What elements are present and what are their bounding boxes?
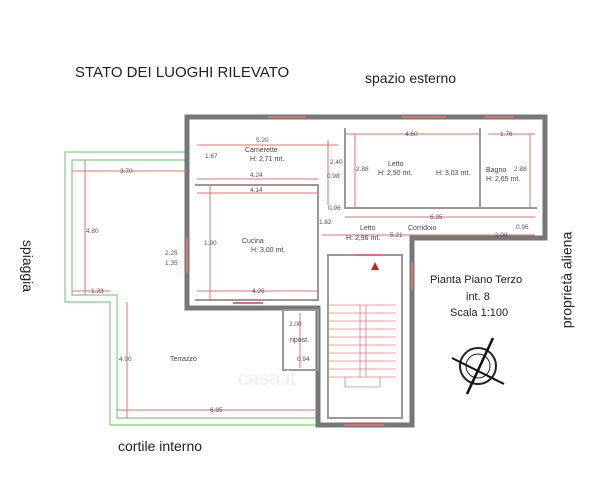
terrace-outline <box>64 151 318 426</box>
room-letto1-height: H: 2,90 mt. <box>378 170 412 177</box>
dimension-lines <box>72 133 535 418</box>
dim-label: 5.21 <box>390 232 403 239</box>
dim-label: 0.98 <box>327 173 340 180</box>
label-proprieta-aliena: proprietà aliena <box>558 231 575 329</box>
dim-label: 2.08 <box>495 232 508 239</box>
room-camerette-height: H: 2,71 mt. <box>250 156 284 163</box>
terrace-outline-inner <box>71 159 318 419</box>
dim-label: 6.35 <box>430 214 443 221</box>
dim-label: 0.96 <box>328 205 341 212</box>
dim-label: 2.25 <box>165 250 178 257</box>
stair-wall <box>327 254 403 419</box>
camerette-wall <box>195 184 319 301</box>
dim-label: 1.76 <box>500 131 513 138</box>
dim-label: 4.24 <box>250 172 263 179</box>
dim-label: 4.00 <box>119 356 132 363</box>
scale-label: Scala 1:100 <box>450 307 509 319</box>
plan-title: STATO DEI LUOGHI RILEVATO <box>75 64 290 81</box>
dim-label: 4.14 <box>250 187 263 194</box>
exterior-wall <box>184 114 548 428</box>
room-letto2-name: Letto <box>360 225 376 232</box>
floor-label: Pianta Piano Terzo <box>430 274 523 286</box>
dim-label: 3.70 <box>120 168 133 175</box>
dim-label: 4.26 <box>252 288 265 295</box>
room-ripost-name: ripost. <box>290 337 309 344</box>
label-cortile-interno: cortile interno <box>118 438 203 454</box>
room-corridoio-name: Corridoio <box>408 225 437 232</box>
dim-label: 2.88 <box>514 166 527 173</box>
dim-label: 5.20 <box>256 137 269 144</box>
dim-label: 2.00 <box>289 321 302 328</box>
watermark-logo: casa.it <box>238 368 296 390</box>
dim-label: 1.33 <box>91 288 104 295</box>
label-spazio-esterno: spazio esterno <box>365 70 457 86</box>
dim-label: 1.67 <box>205 153 218 160</box>
room-letto2-height: H: 2,96 mt. <box>346 235 380 242</box>
dim-label: 2.88 <box>356 166 369 173</box>
dim-label: 0.94 <box>297 356 310 363</box>
dim-label: 1.35 <box>165 260 178 267</box>
dimension-labels: 5.20 1.67 2.40 4.24 0.98 4.14 0.96 1.62 … <box>86 131 529 414</box>
room-camerette-name: Camerette <box>245 147 278 154</box>
north-compass-icon <box>451 337 505 395</box>
bedroom-wall <box>344 128 537 209</box>
ripost-wall <box>282 309 319 371</box>
room-letto1b-height: H: 3,03 mt. <box>436 170 470 177</box>
dim-label: 4.80 <box>86 228 99 235</box>
room-bagno-height: H: 2,65 mt. <box>486 176 520 183</box>
dim-label: 6.85 <box>210 407 223 414</box>
dim-label: 1.90 <box>204 240 217 247</box>
dim-label: 1.62 <box>319 219 332 226</box>
room-letto1-name: Letto <box>388 161 404 168</box>
room-terrazzo-name: Terrazzo <box>170 356 197 363</box>
unit-label: int. 8 <box>466 291 490 303</box>
label-spiaggia: spiaggia <box>20 239 37 293</box>
staircase <box>328 304 396 388</box>
entrance-arrow-icon <box>371 262 379 270</box>
dim-label: 2.40 <box>330 159 343 166</box>
room-cucina-name: Cucina <box>242 238 264 245</box>
windows <box>186 116 514 426</box>
room-bagno-name: Bagno <box>486 167 506 174</box>
dim-label: 0.96 <box>516 224 529 231</box>
room-cucina-height: H: 3,00 mt. <box>251 247 285 254</box>
dim-label: 4.60 <box>405 131 418 138</box>
